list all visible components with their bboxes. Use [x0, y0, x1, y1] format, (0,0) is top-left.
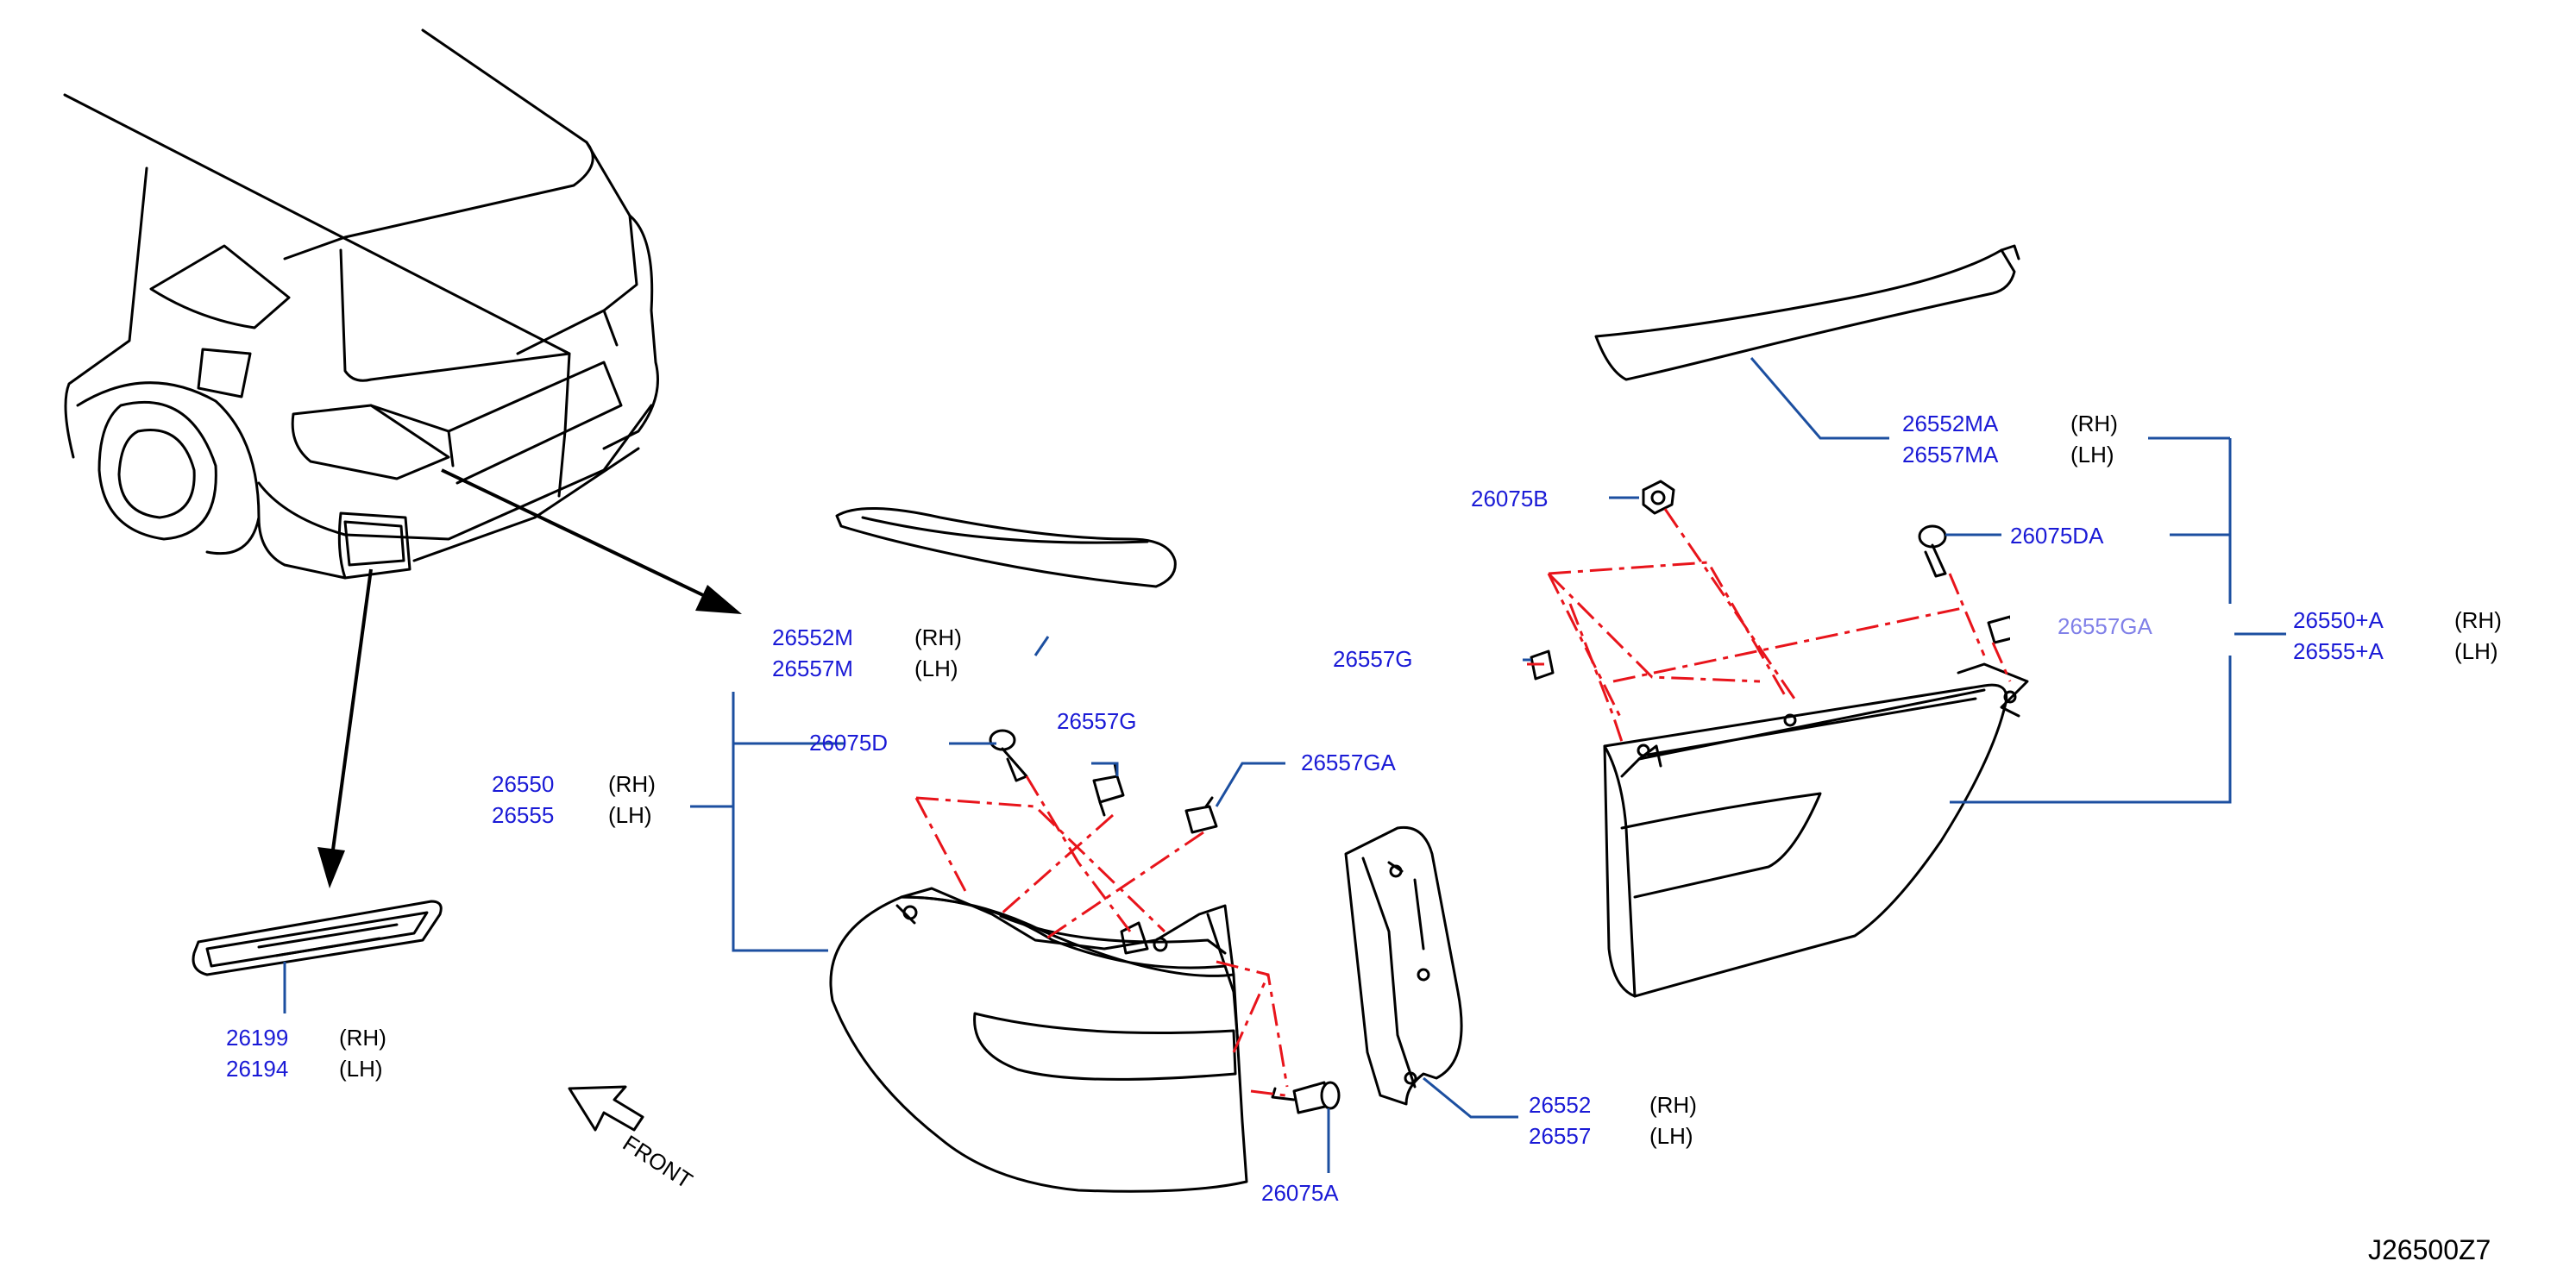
- pn-26552ma: 26552MA: [1902, 411, 1999, 436]
- pn-26552: 26552: [1529, 1092, 1591, 1118]
- clip-26557ga: [1184, 796, 1218, 834]
- pn-26555a: 26555+A: [2293, 638, 2384, 664]
- front-label: FRONT: [619, 1130, 698, 1194]
- pn-26550a: 26550+A: [2293, 607, 2384, 633]
- pn-26552m: 26552M: [772, 624, 853, 650]
- side-rh: (RH): [608, 771, 656, 797]
- front-direction-indicator: FRONT: [568, 1085, 698, 1194]
- side-lh: (LH): [1649, 1123, 1693, 1149]
- pointer-arrows: [317, 468, 742, 888]
- pn-26075b: 26075B: [1471, 486, 1549, 511]
- side-rh: (RH): [339, 1025, 386, 1051]
- assembly-lines: [914, 508, 2012, 1097]
- pn-26075a: 26075A: [1261, 1180, 1339, 1206]
- pn-26557ga-right: 26557GA: [2058, 613, 2153, 639]
- pn-26557ma: 26557MA: [1902, 442, 1999, 467]
- screw-26075a: [1271, 1081, 1341, 1114]
- screw-26075d: [989, 729, 1028, 782]
- side-lh: (LH): [914, 656, 958, 681]
- pn-26075d: 26075D: [809, 730, 888, 756]
- pn-26550: 26550: [492, 771, 554, 797]
- leader-lines: [690, 357, 2286, 1173]
- pn-26075da: 26075DA: [2010, 523, 2104, 549]
- pn-26557g-mid: 26557G: [1333, 646, 1413, 672]
- vehicle-rear-illustration: [63, 28, 659, 580]
- side-rh: (RH): [1649, 1092, 1697, 1118]
- lower-lamp-26552: [1344, 825, 1463, 1106]
- side-rh: (RH): [2070, 411, 2118, 436]
- side-lh: (LH): [608, 802, 652, 828]
- screw-26075da: [1918, 524, 1947, 578]
- nut-26075b: [1642, 480, 1675, 515]
- side-lh: (LH): [339, 1056, 383, 1082]
- pn-26557: 26557: [1529, 1123, 1591, 1149]
- pn-26557m: 26557M: [772, 656, 853, 681]
- pn-26194: 26194: [226, 1056, 288, 1082]
- pn-26555: 26555: [492, 802, 554, 828]
- side-lh: (LH): [2454, 638, 2498, 664]
- pn-26557g: 26557G: [1057, 708, 1137, 734]
- combination-lamp-left: [829, 887, 1248, 1193]
- label-masks: [725, 604, 2234, 692]
- side-rh: (RH): [914, 624, 962, 650]
- diagram-code: J26500Z7: [2368, 1234, 2491, 1265]
- mid-finisher-strip: [835, 507, 1177, 588]
- pn-26199: 26199: [226, 1025, 288, 1051]
- clip-26557g: [1092, 762, 1125, 817]
- side-lh: (LH): [2070, 442, 2114, 467]
- pn-26557ga: 26557GA: [1301, 750, 1397, 775]
- combination-lamp-right: [1603, 662, 2029, 998]
- labels: 26552MA (RH) 26557MA (LH) 26075B 26075DA…: [226, 411, 2502, 1265]
- upper-finisher-26552ma: [1594, 244, 2020, 381]
- side-rh: (RH): [2454, 607, 2502, 633]
- rear-reflex-reflector: [192, 900, 443, 976]
